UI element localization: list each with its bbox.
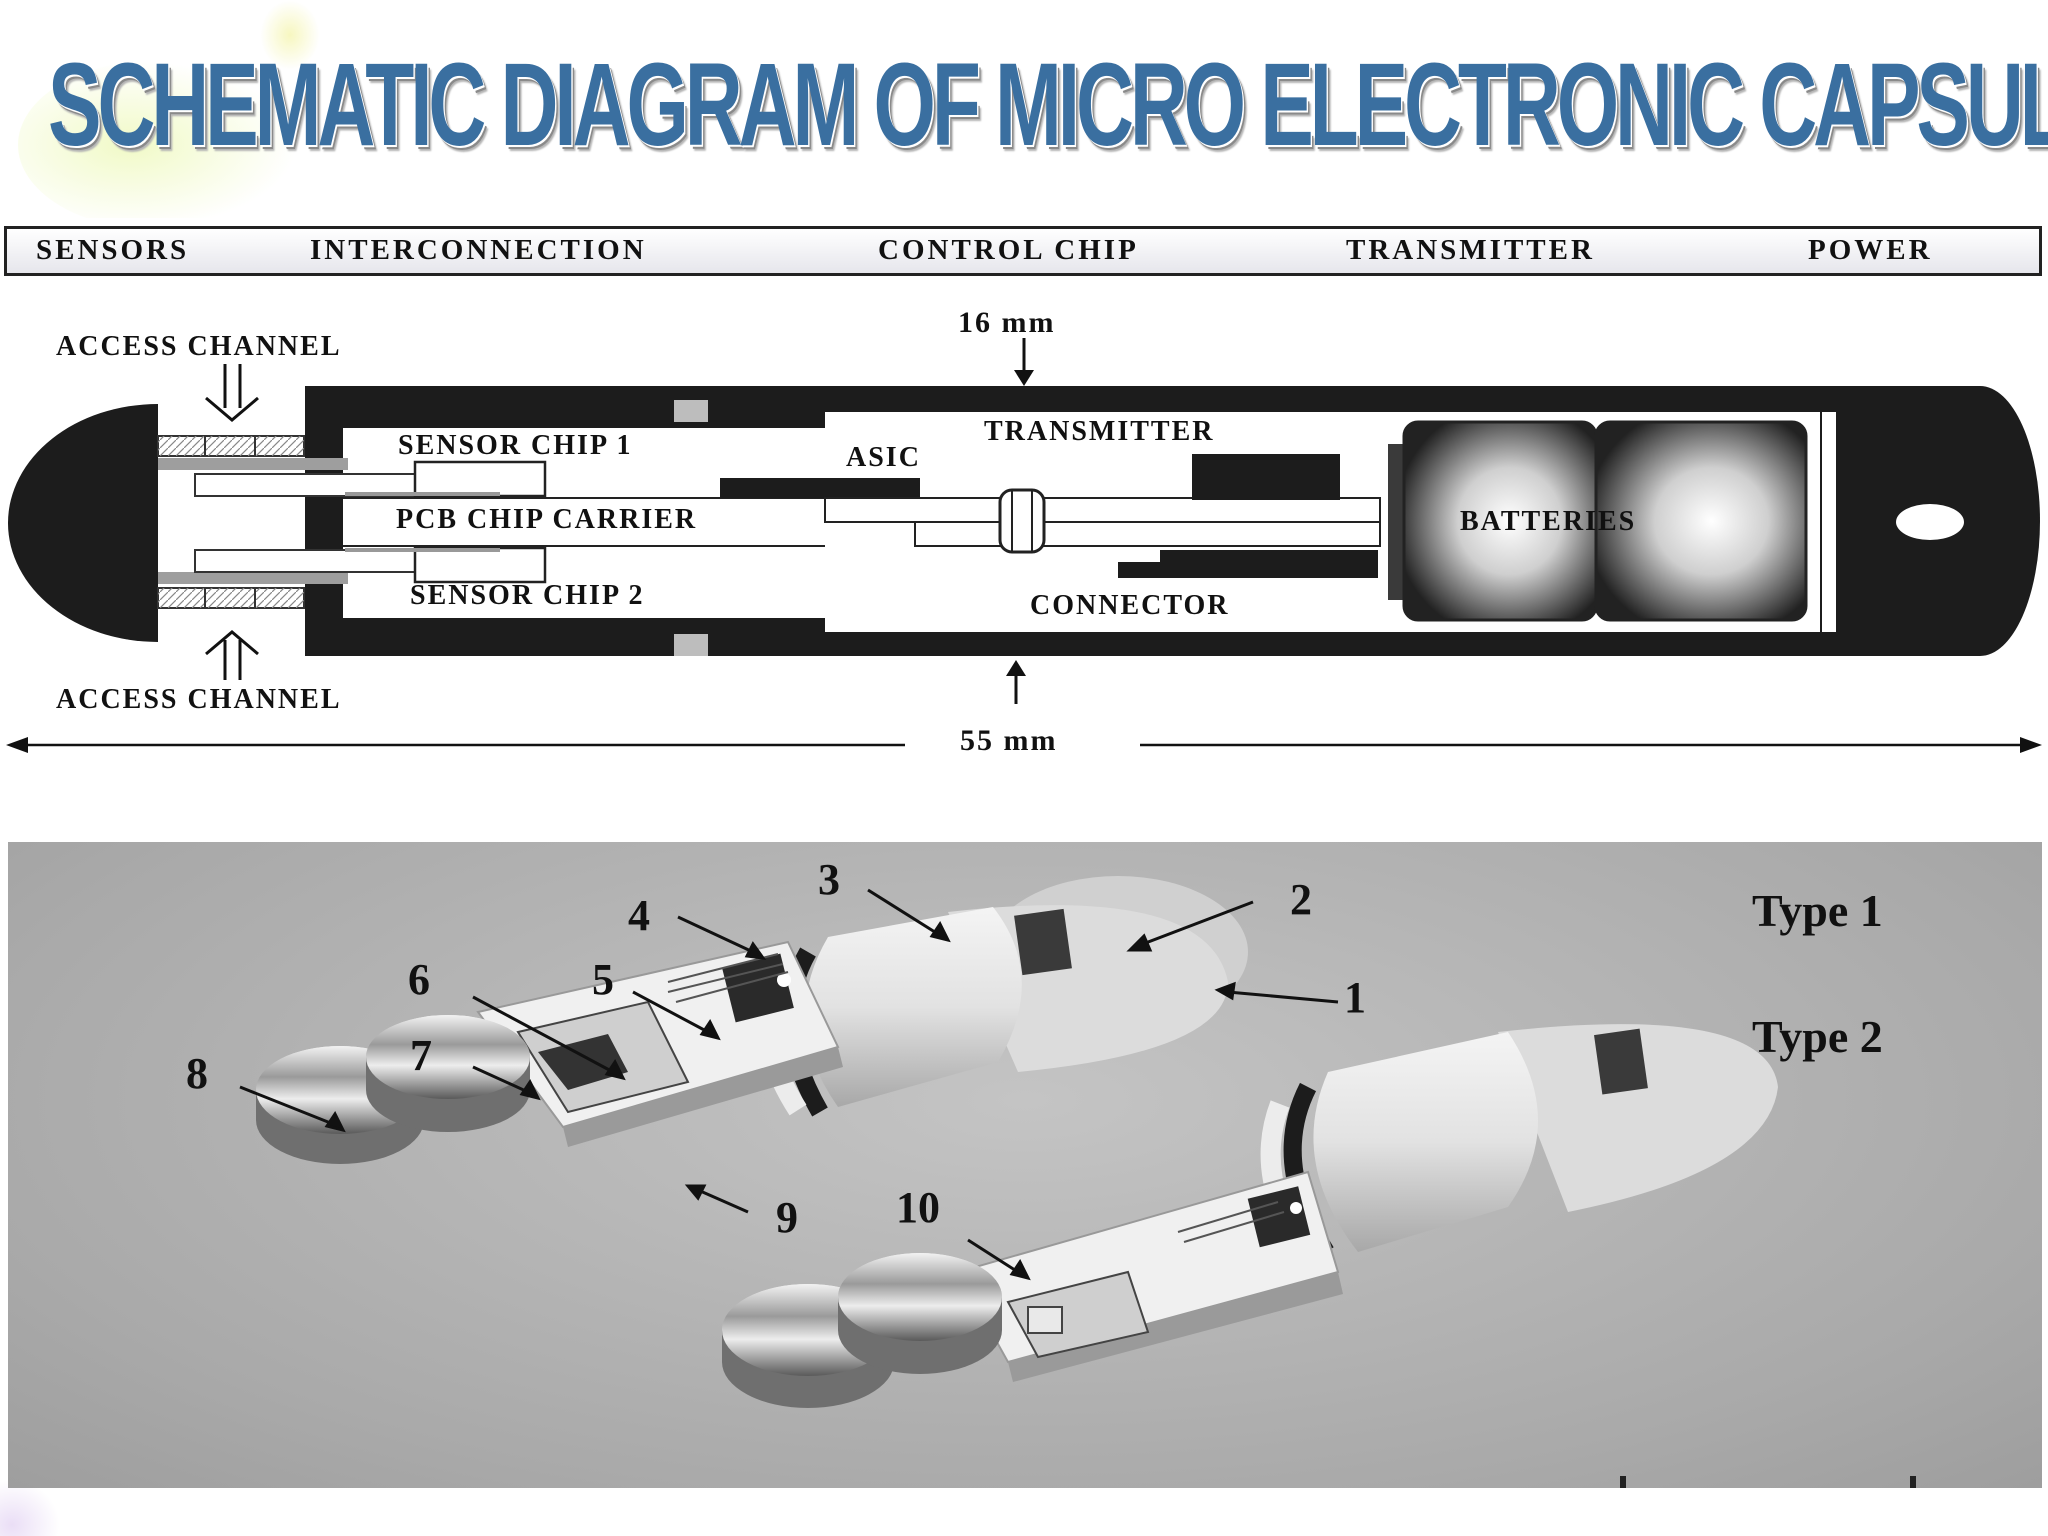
label-connector: CONNECTOR — [1030, 590, 1230, 621]
decorative-corner — [0, 1480, 60, 1536]
label-sensor-chip-2: SENSOR CHIP 2 — [410, 580, 645, 611]
capsule-photograph: 1 2 3 4 5 6 7 8 9 10 Type 1 Type 2 — [8, 842, 2042, 1488]
callout-8: 8 — [186, 1049, 208, 1098]
label-access-channel-bottom: ACCESS CHANNEL — [56, 684, 342, 715]
photo-edge-mark — [1620, 1476, 1626, 1488]
callout-1: 1 — [1344, 973, 1366, 1022]
label-diameter: 16 mm — [958, 306, 1056, 339]
photo-edge-mark — [1910, 1476, 1916, 1488]
callout-2: 2 — [1290, 875, 1312, 924]
header-power: POWER — [1808, 234, 1933, 266]
function-header-bar — [4, 226, 2042, 276]
decorative-leaf-small — [260, 0, 320, 70]
asic-chip — [720, 478, 920, 498]
decorative-leaf — [18, 60, 298, 230]
callout-4: 4 — [628, 891, 650, 940]
label-sensor-chip-1: SENSOR CHIP 1 — [398, 430, 633, 461]
callout-3: 3 — [818, 855, 840, 904]
callout-5: 5 — [592, 955, 614, 1004]
capsule-type-2 — [722, 1024, 1778, 1408]
header-transmitter: TRANSMITTER — [1346, 234, 1595, 266]
callout-arrows — [239, 888, 1339, 1281]
header-sensors: SENSORS — [36, 234, 190, 266]
label-transmitter: TRANSMITTER — [984, 416, 1215, 447]
tether-hole — [1896, 504, 1964, 540]
header-interconnection: INTERCONNECTION — [310, 234, 647, 266]
callout-7: 7 — [410, 1031, 432, 1080]
callout-9: 9 — [776, 1193, 798, 1242]
label-type-2: Type 2 — [1752, 1011, 1883, 1062]
pcb-chip-carrier — [343, 498, 853, 546]
label-batteries: BATTERIES — [1460, 506, 1637, 537]
callout-6: 6 — [408, 955, 430, 1004]
diameter-dimension-arrows — [1006, 338, 1034, 704]
access-arrow-top-icon — [205, 364, 259, 422]
connector — [824, 488, 1381, 578]
label-length: 55 mm — [960, 724, 1058, 757]
access-arrow-bottom-icon — [205, 630, 259, 680]
label-access-channel-top: ACCESS CHANNEL — [56, 331, 342, 362]
label-type-1: Type 1 — [1752, 885, 1883, 936]
batteries — [1388, 420, 1808, 622]
callout-10: 10 — [896, 1183, 940, 1232]
photo-drawing — [239, 876, 1916, 1488]
header-control-chip: CONTROL CHIP — [878, 234, 1139, 266]
label-asic: ASIC — [846, 442, 921, 473]
sensor-chips — [345, 460, 547, 584]
label-pcb-chip-carrier: PCB CHIP CARRIER — [396, 504, 698, 535]
access-channels — [157, 435, 416, 609]
length-dimension-arrow — [6, 737, 2042, 753]
capsule-type-1 — [256, 876, 1248, 1164]
transmitter-chip — [1192, 454, 1340, 500]
